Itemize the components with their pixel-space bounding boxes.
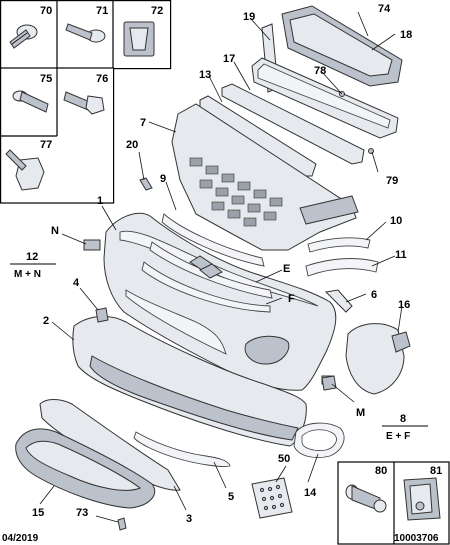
callout-77: 77 bbox=[40, 139, 52, 151]
nut-insert-81 bbox=[403, 477, 441, 521]
callout-50: 50 bbox=[278, 453, 290, 465]
kit-8-number: 8 bbox=[400, 413, 406, 425]
kit-12-contents: M + N bbox=[14, 269, 41, 280]
callout-15: 15 bbox=[32, 507, 44, 519]
callout-10: 10 bbox=[390, 215, 402, 227]
callout-78: 78 bbox=[314, 65, 326, 77]
callout-71: 71 bbox=[96, 5, 108, 17]
callout-M: M bbox=[356, 407, 365, 419]
callout-E: E bbox=[283, 263, 290, 275]
callout-75: 75 bbox=[40, 73, 52, 85]
fastener-box: 70 71 72 75 76 77 bbox=[0, 0, 172, 204]
callout-79: 79 bbox=[386, 175, 398, 187]
callout-20: 20 bbox=[126, 139, 138, 151]
callout-F: F bbox=[288, 293, 295, 305]
callout-76: 76 bbox=[96, 73, 108, 85]
leader-lines bbox=[39, 11, 403, 523]
callout-19: 19 bbox=[243, 11, 255, 23]
callout-5: 5 bbox=[228, 491, 234, 503]
callout-9: 9 bbox=[160, 173, 166, 185]
callout-72: 72 bbox=[151, 5, 163, 17]
callout-13: 13 bbox=[199, 69, 211, 81]
clip-72 bbox=[123, 21, 155, 57]
grille-7 bbox=[171, 103, 359, 251]
side-trims bbox=[305, 237, 379, 277]
callout-18: 18 bbox=[400, 29, 412, 41]
footer-reference: 10003706 bbox=[394, 533, 439, 544]
screw-71 bbox=[65, 23, 106, 43]
kit-note-8: 8 E + F bbox=[382, 413, 428, 442]
callout-73: 73 bbox=[76, 507, 88, 519]
kit-12-number: 12 bbox=[26, 251, 38, 263]
callout-70: 70 bbox=[40, 5, 52, 17]
callout-7: 7 bbox=[140, 117, 146, 129]
corner-box: 80 81 bbox=[337, 461, 450, 545]
callout-16: 16 bbox=[398, 299, 410, 311]
under-shield-15 bbox=[15, 428, 156, 509]
upper-reinforcement-assembly bbox=[199, 5, 403, 177]
callout-2: 2 bbox=[43, 315, 49, 327]
right-brackets bbox=[321, 289, 411, 395]
bolt-75 bbox=[12, 90, 49, 113]
callout-74: 74 bbox=[378, 3, 391, 15]
callout-6: 6 bbox=[371, 289, 377, 301]
callout-N: N bbox=[51, 225, 59, 237]
callout-4: 4 bbox=[73, 277, 80, 289]
clip-grid-50 bbox=[251, 477, 293, 519]
bolt-77 bbox=[5, 149, 45, 191]
bolt-76 bbox=[63, 91, 105, 115]
kit-8-contents: E + F bbox=[386, 431, 410, 442]
push-clip-80 bbox=[345, 484, 387, 513]
small-clips bbox=[83, 177, 337, 531]
callout-3: 3 bbox=[186, 513, 192, 525]
callout-17: 17 bbox=[223, 53, 235, 65]
callout-80: 80 bbox=[375, 465, 387, 477]
callout-1: 1 bbox=[97, 195, 103, 207]
footer-date: 04/2019 bbox=[2, 533, 39, 544]
kit-note-12: 12 M + N bbox=[10, 251, 56, 280]
callout-81: 81 bbox=[430, 465, 442, 477]
screw-70 bbox=[9, 24, 38, 49]
callout-14: 14 bbox=[304, 487, 317, 499]
trims bbox=[141, 213, 273, 313]
callout-11: 11 bbox=[395, 249, 407, 261]
fog-lamp-surround-14 bbox=[293, 422, 345, 458]
